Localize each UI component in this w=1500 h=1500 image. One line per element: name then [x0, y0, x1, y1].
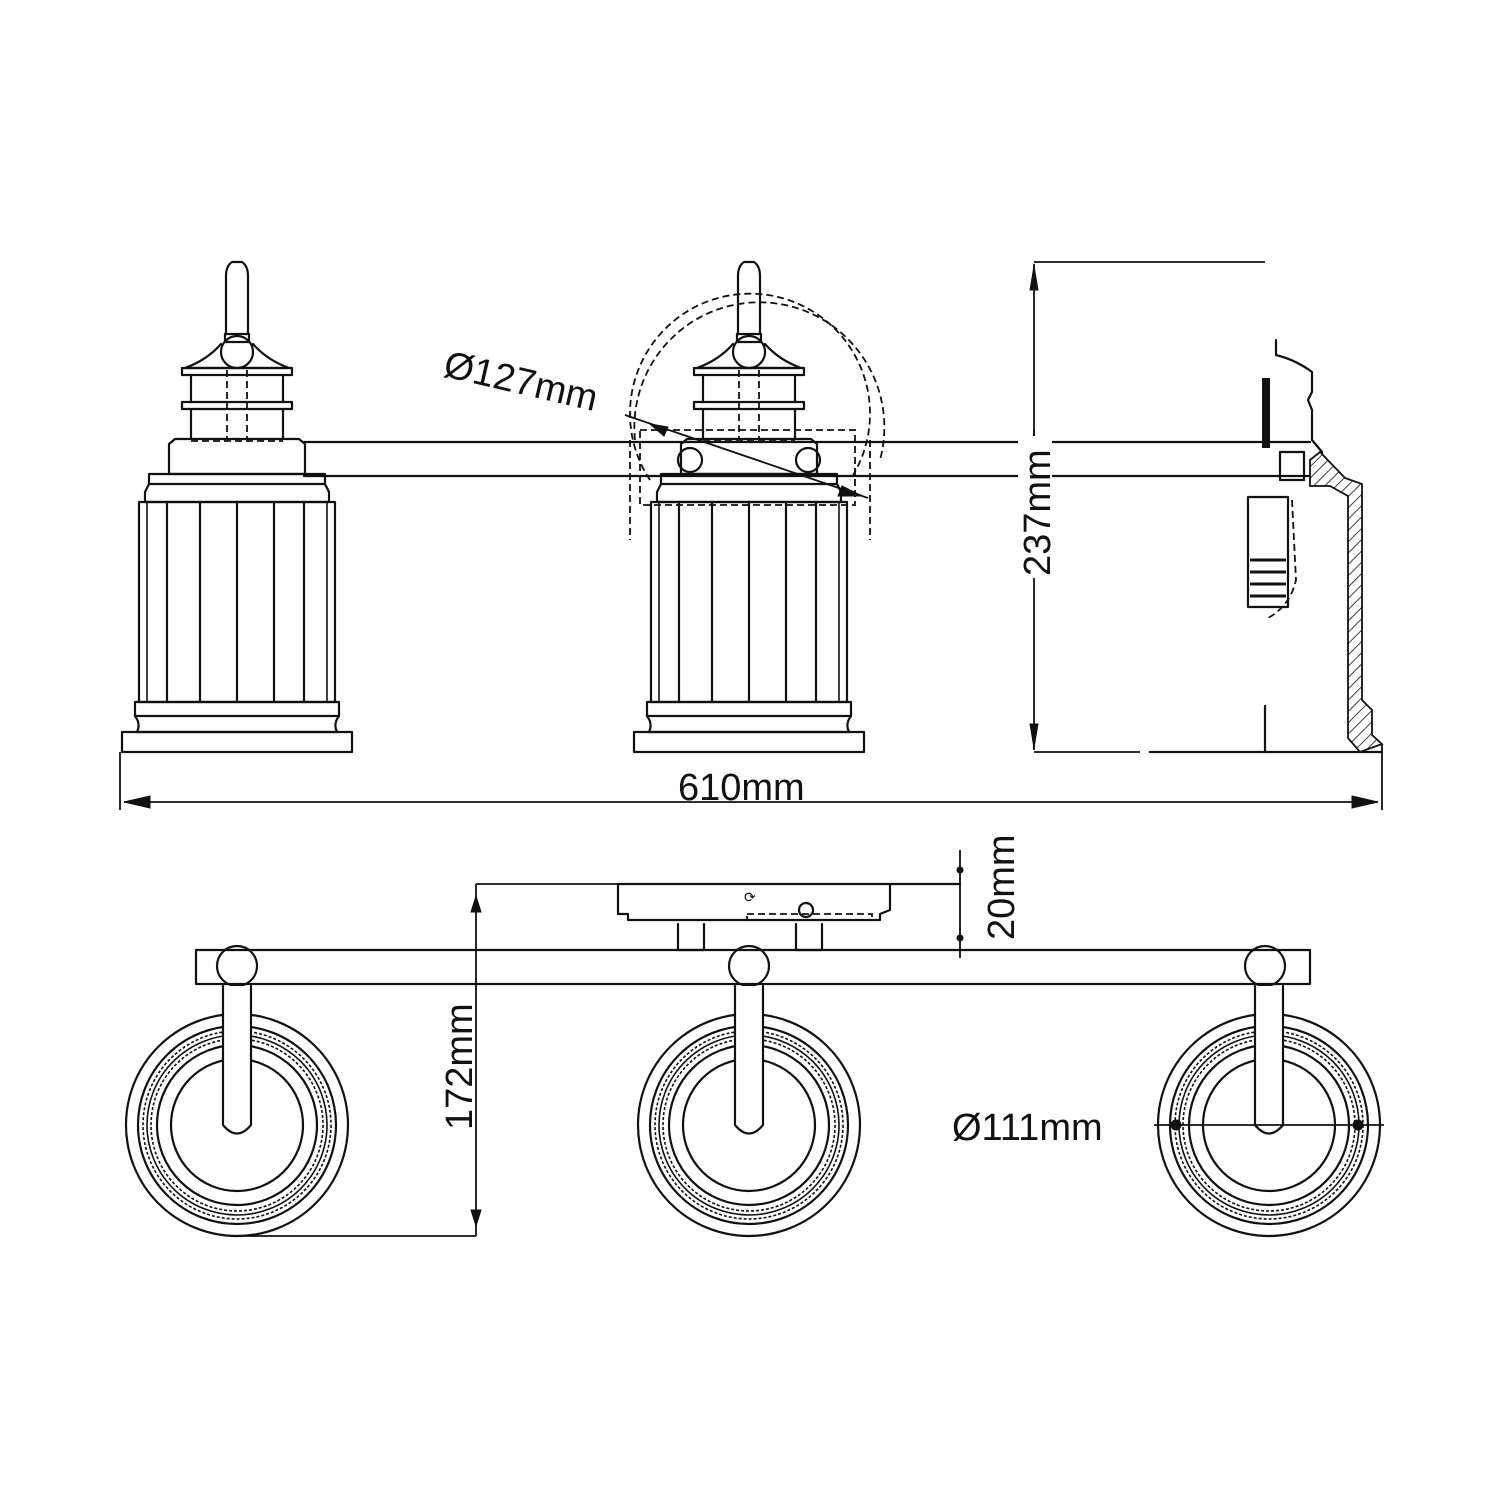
dimension-width: 610mm	[123, 767, 1379, 809]
backplate-plan	[616, 882, 962, 922]
dimension-shade-diameter: Ø111mm	[952, 1107, 1384, 1149]
dimension-backplate-depth: 20mm	[956, 834, 1023, 958]
lamp-center-front	[632, 260, 866, 754]
backplate-outline	[629, 292, 886, 540]
front-elevation-view	[119, 260, 1384, 810]
label-shade-diameter: Ø111mm	[952, 1107, 1103, 1149]
screw-glyph: ⟳	[744, 889, 756, 905]
lamp-right-section	[1148, 260, 1384, 754]
label-backplate-diameter: Ø127mm	[440, 344, 602, 420]
label-projection: 172mm	[439, 1003, 481, 1130]
label-height: 237mm	[1017, 449, 1059, 576]
dimension-projection: 172mm	[237, 883, 618, 1237]
lamp-left-front	[120, 260, 354, 754]
dimension-height: 237mm	[1017, 261, 1265, 753]
label-backplate-depth: 20mm	[981, 834, 1023, 940]
label-width: 610mm	[678, 767, 805, 809]
top-plan-view: ⟳	[124, 882, 1382, 1238]
arm-plan	[194, 948, 1312, 986]
